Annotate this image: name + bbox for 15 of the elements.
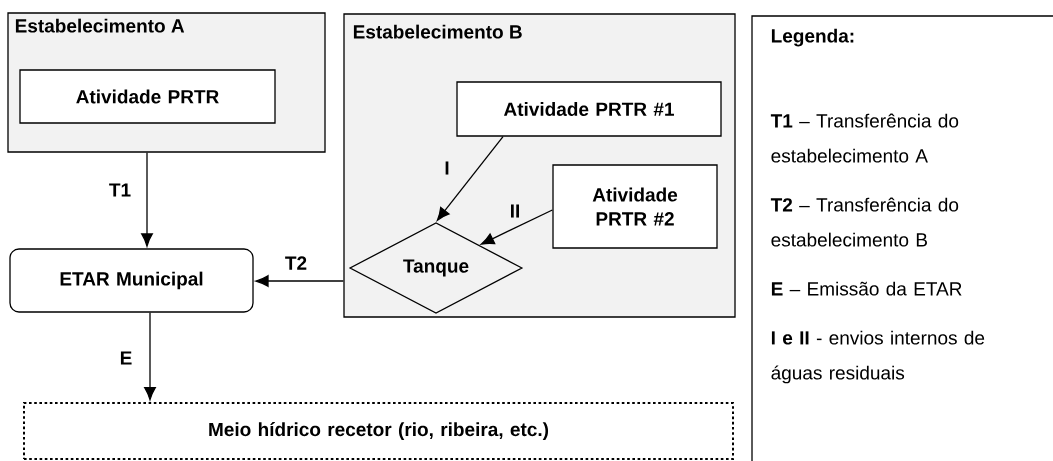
edge-label: T2 — [283, 255, 309, 271]
treatment-plant-box: ETAR Municipal — [9, 248, 254, 313]
arrow — [255, 275, 344, 287]
edge-label: I — [443, 160, 451, 176]
activity-box: Atividade PRTR #2 — [552, 164, 718, 249]
arrow — [144, 312, 156, 401]
legend-box: Legenda: T1 – Transferência do estabelecimento A T2 – Transferência do estabelecimento B E – Emissão da ETAR I e II - envios internos de águas residuais — [751, 15, 1053, 461]
arrow — [480, 209, 553, 245]
arrow — [436, 136, 504, 221]
edge-label: T1 — [107, 182, 133, 198]
arrow — [141, 152, 153, 247]
activity-box: Atividade PRTR — [19, 69, 276, 124]
receiving-water-box: Meio hídrico recetor (rio, ribeira, etc.) — [23, 402, 734, 460]
activity-box: Atividade PRTR #1 — [456, 81, 722, 137]
edge-label: E — [118, 350, 134, 366]
